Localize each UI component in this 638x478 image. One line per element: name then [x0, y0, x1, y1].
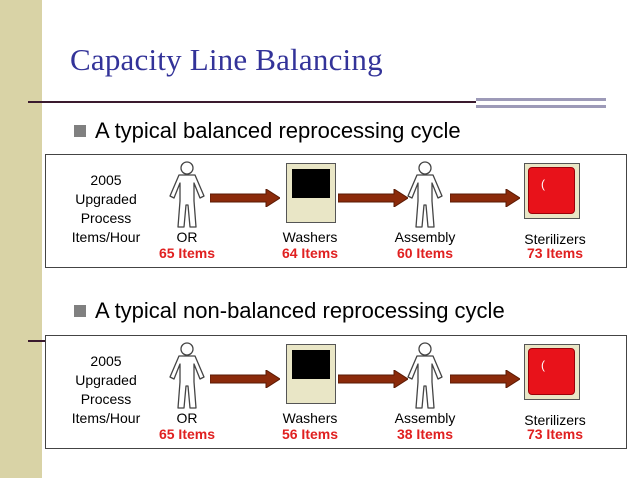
- arrow-right-icon: [338, 189, 408, 207]
- side-label-line: 2005: [90, 172, 122, 188]
- person-icon: [405, 342, 445, 412]
- title-divider-accent-bottom: [476, 105, 606, 108]
- balanced-cycle-panel: 2005 Upgraded Process Items/Hour: [45, 154, 627, 268]
- left-accent-bar: [0, 0, 42, 478]
- person-icon: [405, 161, 445, 231]
- door-handle-icon: (: [541, 177, 545, 191]
- count-washers: 64 Items: [281, 245, 339, 261]
- sterilizer-icon: (: [524, 344, 580, 400]
- side-label: 2005 Upgraded Process Items/Hour: [60, 352, 152, 428]
- sterilizer-door: (: [528, 167, 575, 214]
- side-label-line: Items/Hour: [71, 410, 141, 426]
- non-balanced-cycle-panel: 2005 Upgraded Process Items/Hour: [45, 335, 627, 449]
- bullet-text: A typical balanced reprocessing cycle: [95, 118, 461, 143]
- side-label: 2005 Upgraded Process Items/Hour: [60, 171, 152, 247]
- count-assembly: 60 Items: [396, 245, 454, 261]
- door-handle-icon: (: [541, 358, 545, 372]
- arrow-right-icon: [450, 189, 520, 207]
- section-divider: [28, 340, 46, 342]
- sterilizer-icon: (: [524, 163, 580, 219]
- stage-label-or: OR: [176, 410, 198, 426]
- person-icon: [167, 342, 207, 412]
- bullet-balanced: A typical balanced reprocessing cycle: [74, 118, 461, 144]
- washer-icon: [286, 344, 336, 404]
- title-divider-accent-top: [476, 98, 606, 101]
- side-label-line: Upgraded: [75, 372, 137, 388]
- side-label-line: 2005: [90, 353, 122, 369]
- title-divider: [28, 101, 476, 103]
- arrow-right-icon: [210, 189, 280, 207]
- stage-label-sterilizers: Sterilizers: [524, 231, 586, 247]
- side-label-line: Process: [80, 391, 132, 407]
- washer-window: [292, 169, 330, 198]
- stage-label-washers: Washers: [282, 229, 338, 245]
- side-label-line: Process: [80, 210, 132, 226]
- washer-icon: [286, 163, 336, 223]
- bullet-text: A typical non-balanced reprocessing cycl…: [95, 298, 505, 323]
- washer-window: [292, 350, 330, 379]
- stage-label-washers: Washers: [282, 410, 338, 426]
- person-icon: [167, 161, 207, 231]
- slide-title: Capacity Line Balancing: [70, 42, 383, 77]
- arrow-right-icon: [450, 370, 520, 388]
- count-washers: 56 Items: [281, 426, 339, 442]
- count-sterilizers: 73 Items: [526, 245, 584, 261]
- arrow-right-icon: [210, 370, 280, 388]
- count-or: 65 Items: [158, 426, 216, 442]
- count-assembly: 38 Items: [396, 426, 454, 442]
- side-label-line: Items/Hour: [71, 229, 141, 245]
- sterilizer-door: (: [528, 348, 575, 395]
- stage-label-assembly: Assembly: [394, 229, 456, 245]
- stage-label-sterilizers: Sterilizers: [524, 412, 586, 428]
- stage-label-assembly: Assembly: [394, 410, 456, 426]
- count-sterilizers: 73 Items: [526, 426, 584, 442]
- stage-label-or: OR: [176, 229, 198, 245]
- bullet-square-icon: [74, 125, 86, 137]
- bullet-square-icon: [74, 305, 86, 317]
- arrow-right-icon: [338, 370, 408, 388]
- bullet-non-balanced: A typical non-balanced reprocessing cycl…: [74, 298, 505, 324]
- count-or: 65 Items: [158, 245, 216, 261]
- side-label-line: Upgraded: [75, 191, 137, 207]
